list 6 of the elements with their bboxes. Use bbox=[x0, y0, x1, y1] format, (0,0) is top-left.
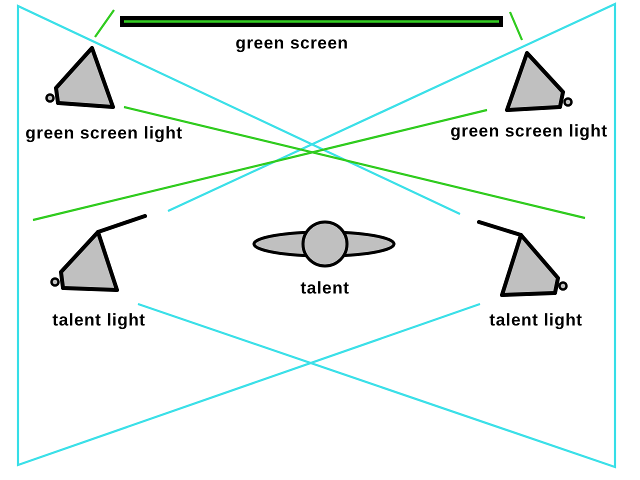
part-label: talent light bbox=[489, 312, 583, 328]
part-label: green screen bbox=[235, 34, 349, 52]
part-label: green screen light bbox=[450, 122, 608, 140]
part-label: green screen light bbox=[25, 124, 183, 142]
part-label: talent bbox=[300, 280, 350, 296]
part-label: talent light bbox=[52, 312, 146, 328]
